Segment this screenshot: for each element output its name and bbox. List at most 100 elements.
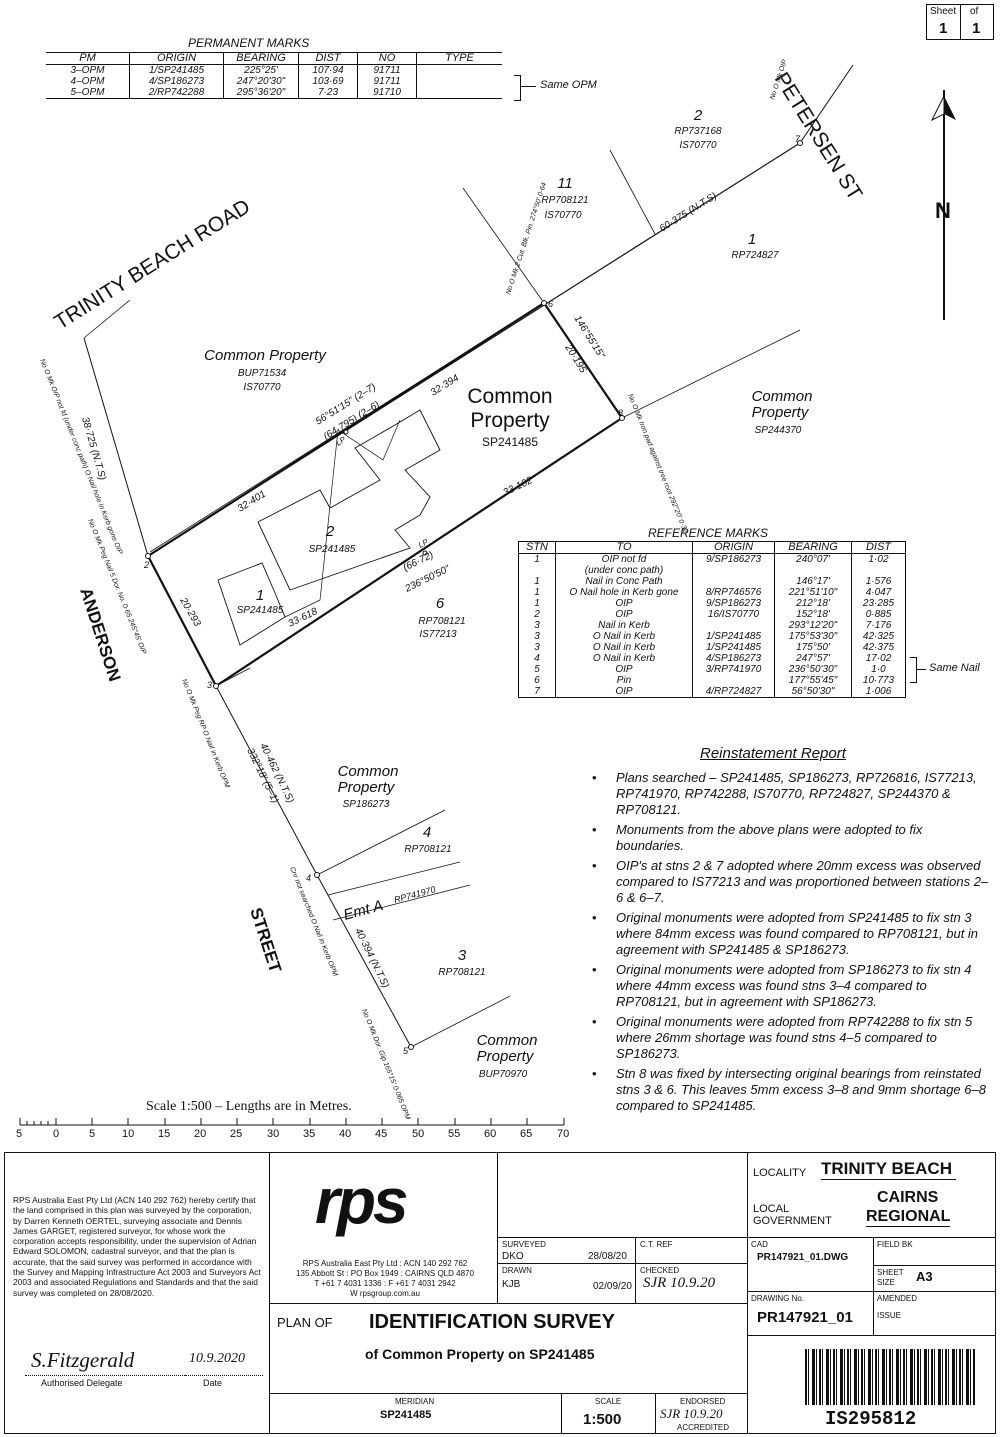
rm-cell: 7·176: [851, 620, 906, 631]
rm-header: DIST: [851, 541, 906, 554]
surveyed-label: SURVEYED: [502, 1240, 546, 1249]
sheet-size-label1: SHEET: [877, 1268, 904, 1277]
rm-cell: 4: [534, 653, 540, 664]
locality-value: TRINITY BEACH: [821, 1159, 956, 1180]
note-stn3: No O Mk Peg RP O Nail in Kerb OPM: [180, 678, 230, 789]
permanent-marks-title: PERMANENT MARKS: [188, 36, 310, 50]
sheet-size-label2: SIZE: [877, 1278, 895, 1287]
petersen-st-line: [799, 64, 854, 144]
lot2-top-no: 2: [693, 107, 703, 124]
report-item: OIP's at stns 2 & 7 adopted where 20mm e…: [590, 858, 990, 906]
rm-cell: 1·0: [851, 664, 906, 675]
lg-line1: CAIRNS: [877, 1189, 939, 1206]
company-line: T +61 7 4031 1336 : F +61 7 4031 2942: [314, 1279, 456, 1288]
rm-cell: O Nail hole in Kerb gone: [555, 587, 693, 598]
rm-cell: (under conc path): [555, 565, 693, 576]
dim-40394: 40·394 (N.T.S): [352, 926, 390, 989]
rm-cell: 16/IS70770: [692, 609, 775, 620]
ct-ref-label: C.T. REF: [640, 1240, 673, 1249]
checked-label: CHECKED: [640, 1266, 680, 1275]
drawn-date: 02/09/20: [593, 1281, 632, 1292]
sheet-label: Sheet: [930, 6, 957, 17]
rm-cell: 1·576: [851, 576, 906, 587]
scale-tick: 5: [89, 1128, 96, 1140]
rm-header-row: STN TO ORIGIN BEARING DIST: [518, 541, 906, 554]
lot2-inner-plan: SP241485: [309, 544, 356, 555]
lot6-no: 6: [436, 595, 445, 612]
rm-cell: O Nail in Kerb: [555, 642, 693, 653]
survey-plan-map: N 7 6 2 8 3 4 5 PETERSEN ST TRINITY BEAC…: [19, 59, 956, 1126]
rm-cell: 1·02: [851, 553, 906, 565]
trinity-beach-road-label: TRINITY BEACH ROAD: [50, 195, 254, 334]
rm-cell: 42·375: [851, 642, 906, 653]
scale-tick: 0: [53, 1128, 60, 1140]
scale-tick-labels: 5 0 5 10 15 20 25 30 35 40 45 50 55 60 6…: [14, 1128, 574, 1142]
meridian-value: SP241485: [380, 1409, 432, 1421]
pm-cell: [416, 87, 502, 99]
company-line: W rpsgroup.com.au: [350, 1289, 420, 1298]
lot3-no: 3: [458, 947, 467, 964]
rm-cell: 4/SP186273: [692, 653, 775, 664]
rm-cell: 23·285: [851, 598, 906, 609]
lot1-inner-no: 1: [256, 587, 264, 604]
scale-bar: [19, 1118, 565, 1126]
plan-of-label: PLAN OF: [277, 1315, 333, 1330]
rm-cell: 3: [534, 620, 540, 631]
rm-cell: 4/RP724827: [692, 686, 775, 698]
scale-value: 1:500: [583, 1411, 622, 1428]
station-7: 7: [795, 134, 801, 144]
scale-tick: 45: [375, 1128, 388, 1140]
cp-sp186273-line2: Property: [338, 779, 396, 796]
plan-title: IDENTIFICATION SURVEY: [369, 1311, 615, 1333]
pm-header: TYPE: [416, 52, 502, 65]
note-stn5: No O Mk Dor. Gip 165°15' 0·065 OPM: [360, 1008, 412, 1121]
report-item: Plans searched – SP241485, SP186273, RP7…: [590, 770, 990, 818]
rm-cell: 1: [534, 576, 540, 587]
rm-cell: 3/RP741970: [692, 664, 775, 675]
pm-cell: 103·69: [298, 76, 358, 87]
scale-tick: 30: [267, 1128, 280, 1140]
report-title: Reinstatement Report: [700, 745, 846, 762]
cp-center-line1: Common: [467, 385, 552, 408]
barcode: [805, 1349, 975, 1405]
company-info: RPS Australia East Pty Ltd : ACN 140 292…: [273, 1259, 497, 1299]
reference-marks-title: REFERENCE MARKS: [648, 526, 769, 540]
building-outline: [284, 419, 401, 618]
rm-row: (under conc path): [519, 565, 906, 576]
sheet-size-value: A3: [916, 1269, 933, 1284]
cad-file: PR147921_01.DWG: [757, 1252, 849, 1263]
rm-cell: 9/SP186273: [692, 598, 775, 609]
scale-tick: 10: [122, 1128, 135, 1140]
rm-cell: Nail in Conc Path: [555, 576, 693, 587]
rm-cell: 175°50': [774, 642, 852, 653]
rm-cell: 177°55'45": [774, 675, 852, 686]
of-label: of: [970, 6, 979, 17]
rm-cell: 236°50'30": [774, 664, 852, 675]
scale-label: SCALE: [595, 1397, 622, 1406]
pm-cell: 295°36'20": [223, 87, 299, 99]
cp-right-line2: Property: [752, 404, 810, 421]
building-outline: [217, 562, 286, 646]
lot4-no: 4: [423, 824, 431, 841]
pm-header: DIST: [298, 52, 358, 65]
company-line: 135 Abbott St : PO Box 1949 : CAIRNS QLD…: [296, 1269, 474, 1278]
rm-cell: 293°12'20": [774, 620, 852, 631]
scale-tick: 55: [448, 1128, 461, 1140]
local-label: LOCAL: [753, 1203, 790, 1215]
cp-center-plan: SP241485: [482, 435, 538, 449]
lg-line2: REGIONAL: [866, 1208, 951, 1227]
cp-left-title: Common Property: [204, 347, 327, 364]
cp-sp186273-line1: Common: [338, 763, 399, 780]
of-number: 1: [972, 20, 981, 37]
pm-cell: 4–OPM: [70, 76, 105, 87]
north-arrow: N: [930, 90, 956, 320]
cp-bup70970-line1: Common: [477, 1032, 538, 1049]
station-2: 2: [143, 560, 149, 570]
rm-cell: 10·773: [851, 675, 906, 686]
